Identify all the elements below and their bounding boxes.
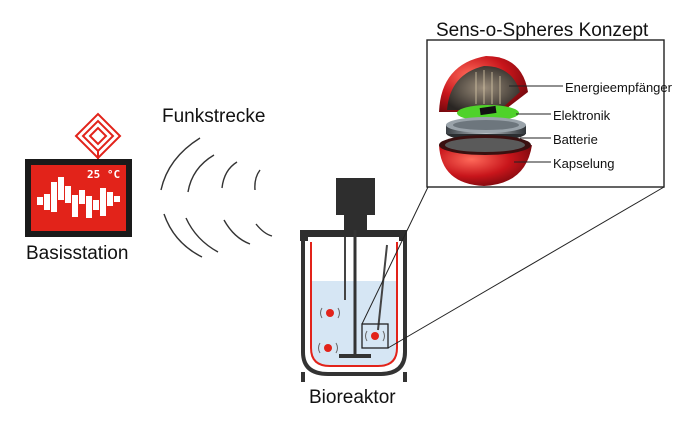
capsule-label: Kapselung (553, 156, 615, 171)
reactor-vessel (310, 242, 398, 367)
capsule-bottom (439, 145, 532, 186)
signal-bars-icon (37, 177, 120, 218)
battery-label: Batterie (553, 132, 598, 147)
sensor-sphere-icon (365, 330, 385, 342)
zoom-line (387, 186, 665, 349)
antenna-icon (74, 112, 122, 166)
radio-link-label: Funkstrecke (162, 106, 266, 127)
sensor-sphere-icon (320, 307, 340, 319)
motor-icon (336, 178, 375, 215)
concept-title: Sens-o-Spheres Konzept (436, 20, 649, 41)
zoom-line (361, 186, 429, 325)
temperature-readout: 25 °C (87, 168, 121, 181)
base-station (25, 112, 132, 237)
bioreactor-label: Bioreaktor (309, 387, 396, 408)
stirrer-blade (339, 354, 371, 358)
sensor-sphere-icon (318, 342, 338, 354)
energy-receiver-label: Energieempfänger (565, 80, 672, 95)
base-station-label: Basisstation (26, 243, 129, 264)
electronics-label: Elektronik (553, 108, 611, 123)
radio-waves-icon (160, 137, 273, 258)
bioreactor (300, 178, 407, 382)
concept-panel (426, 39, 665, 188)
zoom-box (361, 323, 389, 349)
